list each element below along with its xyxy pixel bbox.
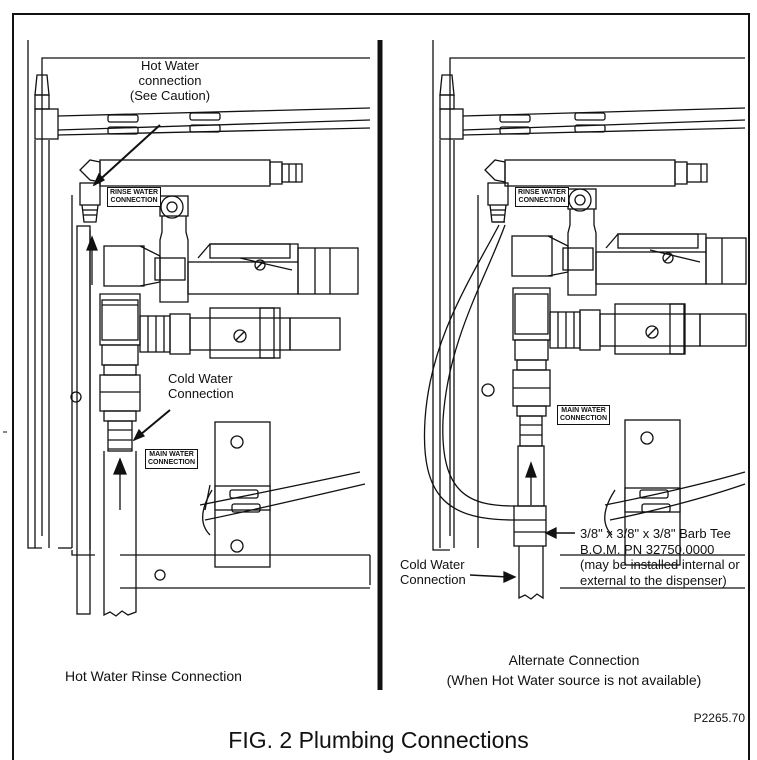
main-water-connection-tag-left: MAIN WATER CONNECTION [145,449,199,469]
main-water-connection-tag-right: MAIN WATER CONNECTION [557,405,611,425]
cold-water-connection-label-right: Cold Water Connection [400,557,466,587]
right-subcaption-line1: Alternate Connection [508,652,640,668]
figure-frame [12,13,750,760]
main-tag-line2: CONNECTION [148,459,196,466]
figure-code: P2265.70 [693,711,745,725]
figure-caption: FIG. 2 Plumbing Connections [228,727,529,753]
cold-water-right-line2: Connection [400,572,466,587]
barb-tee-note: 3/8" x 3/8" x 3/8" Barb Tee B.O.M. PN 32… [580,526,740,588]
hot-water-label-line2: connection [138,73,202,88]
main-tag-line1-right: MAIN WATER [561,407,606,414]
rinse-tag-line2-right: CONNECTION [518,197,566,204]
rinse-tag-line2: CONNECTION [110,197,158,204]
barb-tee-line2: B.O.M. PN 32750.0000 [580,541,715,557]
rinse-tag-line1: RINSE WATER [110,189,159,196]
main-tag-line2-right: CONNECTION [560,415,608,422]
cold-water-label-line1: Cold Water [168,371,233,386]
barb-tee-line3: (may be installed internal or [580,557,740,572]
cold-water-label-line2: Connection [168,386,234,401]
barb-tee-line4: external to the dispenser) [580,572,727,588]
cold-water-right-line1: Cold Water [400,557,465,572]
right-subcaption-line2: (When Hot Water source is not available) [446,672,702,688]
left-panel-drawing [27,40,371,617]
cold-water-connection-label-left: Cold Water Connection [168,371,234,401]
hot-water-label-line1: Hot Water [140,58,200,73]
barb-tee-line1: 3/8" x 3/8" x 3/8" Barb Tee [580,526,731,541]
left-subcaption: Hot Water Rinse Connection [65,668,242,684]
hot-water-connection-label: Hot Water connection (See Caution) [110,58,230,103]
rinse-water-connection-tag-left: RINSE WATER CONNECTION [107,187,162,207]
main-tag-line1: MAIN WATER [149,451,194,458]
rinse-tag-line1-right: RINSE WATER [518,189,567,196]
rinse-water-connection-tag-right: RINSE WATER CONNECTION [515,187,570,207]
right-panel-drawing [423,40,747,600]
right-subcaption: Alternate Connection (When Hot Water sou… [400,650,748,690]
hot-water-label-line3: (See Caution) [129,88,211,103]
